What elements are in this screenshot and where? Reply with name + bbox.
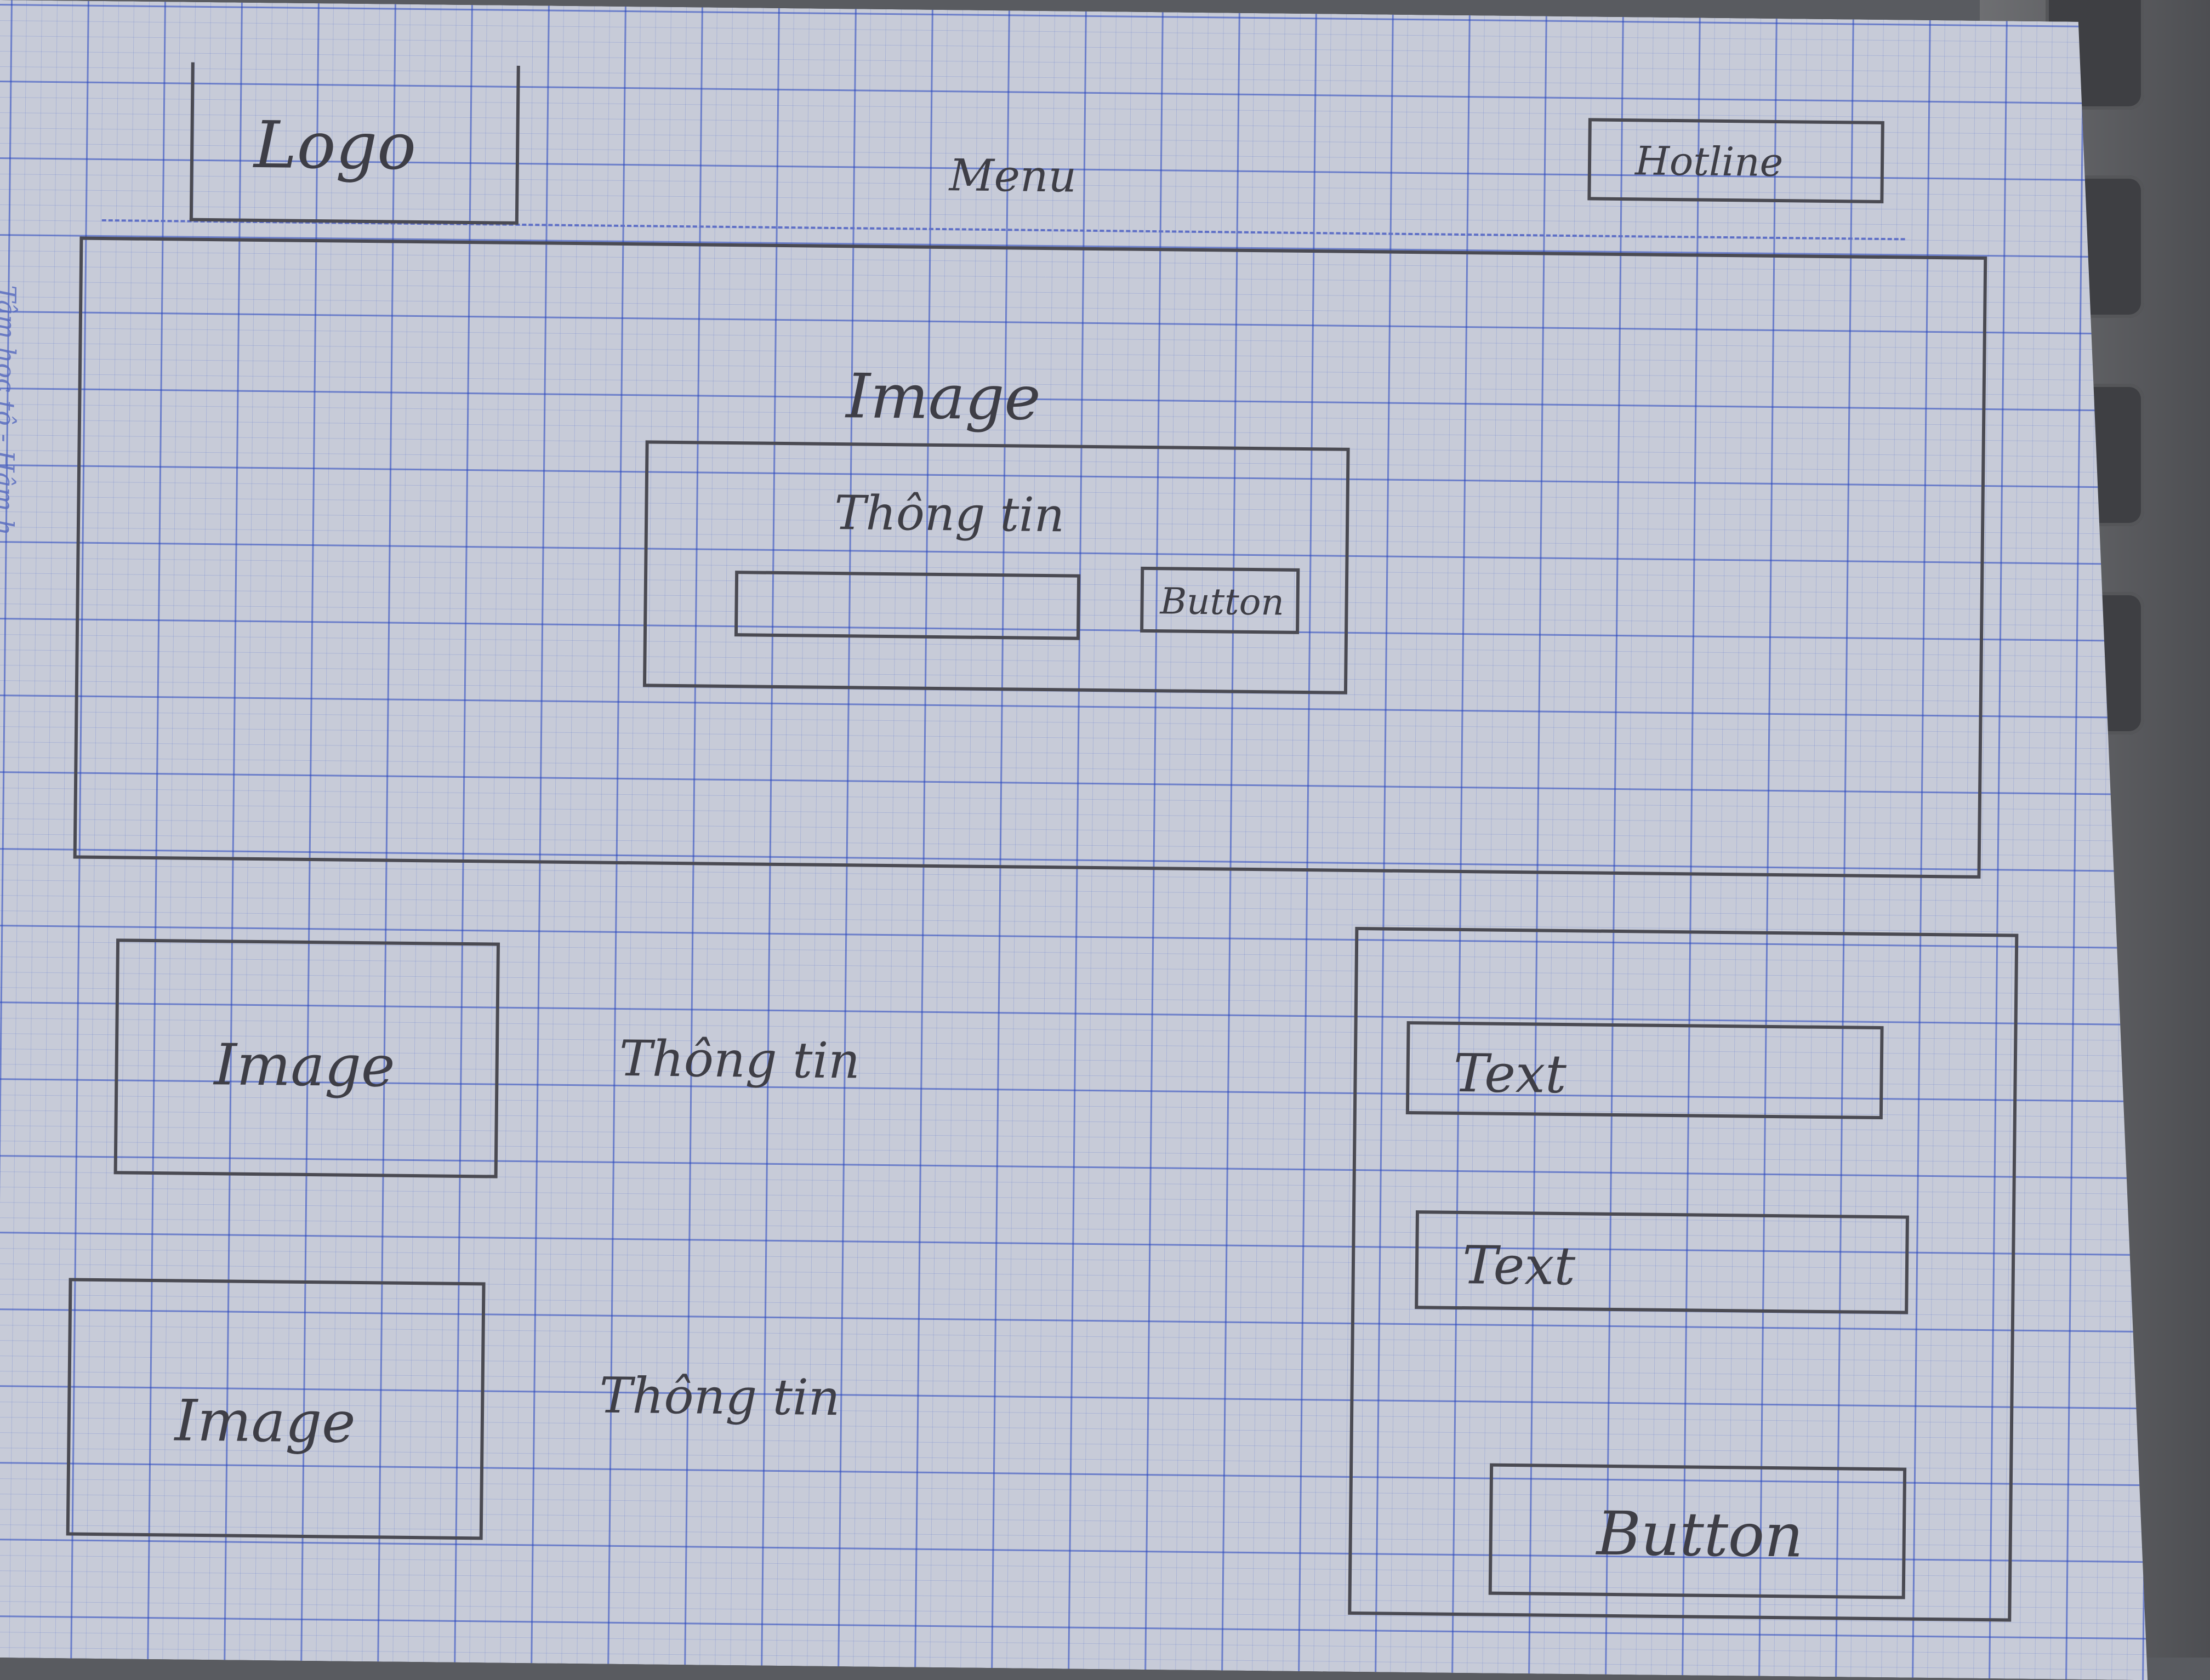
hero-button-label: Button xyxy=(1160,580,1285,624)
logo-label: Logo xyxy=(253,106,417,184)
list-item-1-image[interactable]: Image xyxy=(114,938,500,1178)
hero-input-field[interactable] xyxy=(734,571,1080,640)
hero-image-label: Image xyxy=(845,361,1041,434)
list-item-2-info: Thông tin xyxy=(599,1366,841,1427)
list-item-1-image-label: Image xyxy=(214,1031,396,1100)
hero-button[interactable]: Button xyxy=(1140,567,1300,634)
form-submit-button-label: Button xyxy=(1596,1498,1804,1571)
hero-banner: Image Thông tin Button xyxy=(73,237,1987,879)
logo-box[interactable]: Logo xyxy=(190,62,520,225)
hotline-label: Hotline xyxy=(1634,138,1784,186)
menu-label[interactable]: Menu xyxy=(949,150,1077,202)
form-submit-button[interactable]: Button xyxy=(1489,1463,1906,1599)
text-field-1-label: Text xyxy=(1453,1042,1567,1106)
graph-paper-sheet: Tâm học tô - Hâm h Logo Menu Hotline Ima… xyxy=(0,0,2165,1680)
hero-info-label: Thông tin xyxy=(834,485,1065,543)
hero-info-panel: Thông tin Button xyxy=(643,440,1350,694)
form-panel: Text Text Button xyxy=(1348,927,2018,1622)
text-field-1[interactable]: Text xyxy=(1406,1021,1884,1119)
hotline-box[interactable]: Hotline xyxy=(1587,118,1884,203)
text-field-2-label: Text xyxy=(1462,1234,1576,1297)
margin-note: Tâm học tô - Hâm h xyxy=(0,284,22,536)
list-item-1-info: Thông tin xyxy=(619,1029,861,1090)
list-item-2-image[interactable]: Image xyxy=(66,1278,486,1540)
text-field-2[interactable]: Text xyxy=(1415,1210,1909,1314)
list-item-2-image-label: Image xyxy=(174,1387,356,1456)
